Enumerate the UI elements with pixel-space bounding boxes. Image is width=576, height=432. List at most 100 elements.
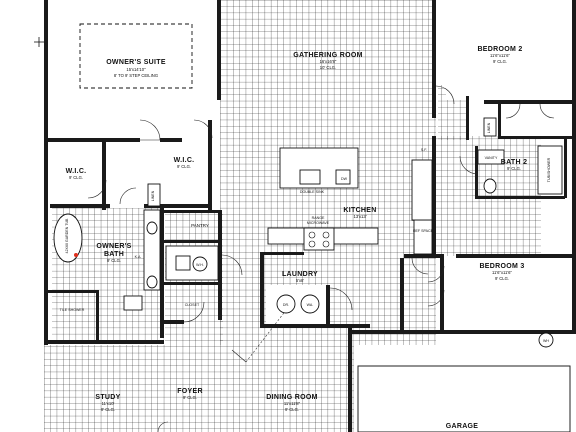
closet-label: CLOSET — [185, 303, 200, 307]
wall-garage-top — [352, 330, 576, 334]
door-suite — [139, 119, 161, 141]
labels: OWNER'S SUITE 15'x14'10" 8' TO 9' STEP C… — [60, 46, 551, 430]
wall-west — [44, 0, 48, 345]
burner-1 — [308, 231, 316, 239]
wic-left-note: 9' CLG. — [69, 175, 83, 180]
range-label: RANGE — [312, 216, 325, 220]
laundry-name: LAUNDRY — [282, 271, 318, 278]
door-bed3-b — [427, 289, 445, 307]
double-sink — [299, 169, 321, 185]
door-pantry — [221, 254, 243, 276]
burner-4 — [322, 240, 330, 248]
wall-pantry-east — [218, 210, 222, 320]
dining-room-dims: 11'x11'8" — [284, 401, 301, 406]
dryer-label: DR. — [283, 303, 289, 307]
door-bed2-closet-b — [539, 103, 555, 119]
walls — [44, 0, 576, 432]
door-bed2-closet-a — [505, 103, 521, 119]
sf-label: S.F. — [421, 148, 427, 152]
bath2-name: BATH 2 — [501, 159, 528, 166]
ka-label: K.A. — [135, 255, 142, 259]
tile-front-rooms — [44, 345, 354, 432]
wall-suite-east — [217, 0, 221, 100]
wall-closet-bottom — [164, 320, 184, 324]
ref-space — [413, 219, 433, 255]
wall-linen-east — [498, 104, 501, 138]
wall-bed3-top-a — [404, 254, 442, 258]
kitchen-dims: 13'x13' — [353, 214, 366, 219]
tub-shower — [537, 145, 563, 195]
dryer — [276, 294, 296, 314]
bath2-vanity — [477, 149, 505, 165]
door-bed2 — [435, 85, 455, 105]
foyer-diagonal-line — [245, 304, 291, 363]
wall-laundry-west — [260, 252, 264, 328]
wic-right-name: W.I.C. — [174, 157, 195, 164]
microwave-label: MICROWAVE — [307, 221, 330, 225]
owners-suite-name: OWNER'S SUITE — [106, 59, 166, 66]
wall-bath2-bottom — [475, 196, 565, 199]
pantry-name: PANTRY — [191, 223, 209, 228]
wall-garage-west — [348, 324, 352, 432]
doors — [87, 85, 555, 432]
wall-bed3-top — [456, 254, 576, 258]
gathering-room-dims: 16'x16'8" — [320, 59, 337, 64]
wall-laundry-east — [326, 285, 330, 327]
linen-right-label: LINEN — [487, 122, 491, 133]
fixtures — [53, 23, 571, 432]
wh-label: W.H. — [196, 263, 204, 267]
gathering-room-name: GATHERING ROOM — [293, 52, 362, 59]
washer — [300, 294, 320, 314]
wall-wic2-south — [144, 204, 210, 208]
linen-left-shelf — [147, 183, 161, 207]
wall-laundry-bottom — [260, 324, 370, 328]
bedroom2-dims: 11'6"x11'6" — [490, 53, 511, 58]
study-note: 9' CLG. — [101, 407, 115, 412]
bedroom3-name: BEDROOM 3 — [479, 263, 524, 270]
wall-bed2-west — [432, 0, 436, 118]
wic-left-floor — [56, 146, 102, 206]
wic-left-name: W.I.C. — [66, 168, 87, 175]
linen-left-label: LINEN — [151, 190, 155, 201]
dw-label: DW — [341, 177, 348, 181]
door-bath2 — [459, 155, 479, 175]
door-front — [157, 421, 169, 432]
wall-linen-west — [466, 96, 469, 140]
sink-1 — [146, 221, 158, 235]
wall-east — [572, 0, 576, 334]
wall-bath-east — [160, 208, 164, 338]
sink-2 — [146, 275, 158, 289]
burner-3 — [308, 240, 316, 248]
study-dims: 11'x10' — [102, 401, 115, 406]
bedroom3-floor — [441, 256, 576, 334]
dining-room-note: 9' CLG. — [285, 407, 299, 412]
gathering-room-note: 10' CLG. — [320, 65, 336, 70]
bedroom3-dims: 11'6"x11'6" — [492, 270, 513, 275]
garden-tub — [53, 213, 83, 263]
wall-hall-west — [432, 136, 436, 256]
bedroom2-name: BEDROOM 2 — [477, 46, 522, 53]
wall-bath2-top — [498, 136, 576, 139]
door-laundry — [329, 287, 353, 311]
door-closet — [183, 301, 205, 323]
wall-wic-east — [208, 120, 212, 210]
wh-right-label: WH — [543, 339, 549, 343]
wall-shower-top — [48, 290, 98, 293]
door-suite-bath — [193, 119, 213, 139]
dishwasher — [335, 169, 351, 185]
wall-bed2-south — [484, 100, 576, 104]
carpet-areas — [47, 0, 576, 432]
double-sink-label: DOUBLE SINK — [300, 190, 325, 194]
dining-room-name: DINING ROOM — [266, 394, 318, 401]
linen-right-shelf — [483, 117, 497, 137]
owners-bath-note: 9' CLG. — [107, 258, 121, 263]
vanity-label: VANITY — [485, 156, 498, 160]
foyer-name: FOYER — [177, 388, 203, 395]
garden-tub-label: 42X60 GARDEN TUB — [65, 218, 69, 253]
wh-right — [538, 332, 554, 348]
tile-shower-label: TILE SHOWER — [60, 308, 85, 312]
wall-suite-south-a — [44, 138, 140, 142]
kitchen-side-counter — [411, 159, 433, 221]
